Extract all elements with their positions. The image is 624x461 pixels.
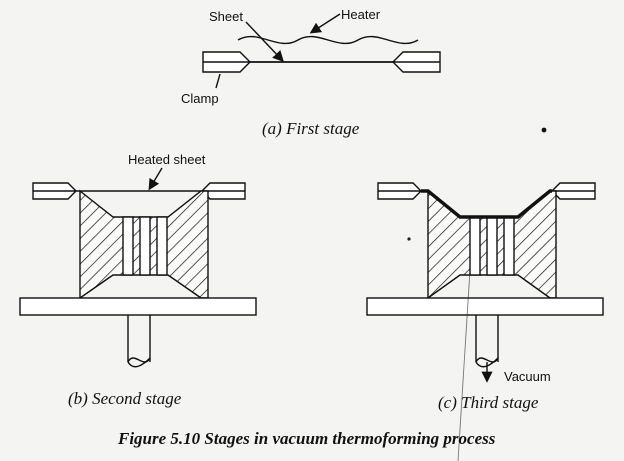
heated-sheet-label: Heated sheet bbox=[128, 152, 206, 167]
figure-caption: Figure 5.10 Stages in vacuum thermoformi… bbox=[118, 429, 496, 448]
caption-second-stage: (b) Second stage bbox=[68, 389, 182, 408]
vacuum-label: Vacuum bbox=[504, 369, 551, 384]
stage-c-diagram bbox=[366, 182, 604, 383]
vacuum-pipe-b bbox=[127, 315, 151, 368]
heater-leader bbox=[309, 13, 341, 34]
heater-label: Heater bbox=[341, 7, 381, 22]
left-clamp-c bbox=[377, 182, 422, 200]
sheet-label: Sheet bbox=[209, 9, 243, 24]
vacuum-pipe-c bbox=[475, 315, 499, 368]
scan-crease bbox=[457, 269, 471, 461]
scan-speck bbox=[407, 237, 411, 241]
sheet-leader bbox=[245, 21, 284, 63]
clamp-label: Clamp bbox=[181, 91, 219, 106]
heater-wire bbox=[237, 35, 419, 45]
caption-first-stage: (a) First stage bbox=[262, 119, 360, 138]
right-clamp-a bbox=[392, 51, 441, 73]
formed-sheet bbox=[421, 189, 552, 219]
base-plate-b bbox=[19, 297, 257, 316]
stage-b-diagram bbox=[19, 167, 257, 368]
clamp-leader bbox=[215, 73, 221, 89]
left-clamp-b bbox=[32, 182, 77, 200]
right-clamp-c bbox=[551, 182, 596, 200]
caption-third-stage: (c) Third stage bbox=[438, 393, 539, 412]
base-plate-c bbox=[366, 297, 604, 316]
left-clamp-a bbox=[202, 51, 251, 73]
heated-sheet-leader bbox=[148, 167, 163, 191]
stage-a-diagram bbox=[202, 13, 441, 89]
scan-speck bbox=[541, 127, 547, 133]
